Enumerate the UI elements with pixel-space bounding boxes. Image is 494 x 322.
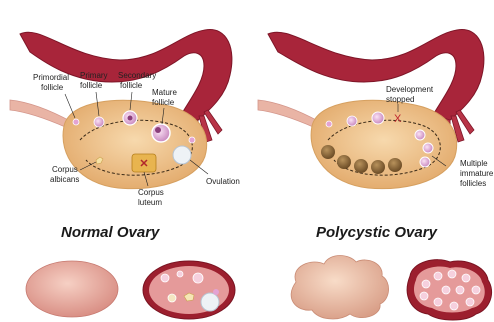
primordial-follicle-icon	[73, 119, 79, 125]
label-development-stopped: Development stopped	[386, 85, 435, 104]
label-ovulation: Ovulation	[206, 177, 240, 186]
immature-follicle-icon	[415, 130, 425, 140]
immature-follicle-icon	[420, 157, 430, 167]
label-mature-follicle: Mature follicle	[152, 88, 179, 107]
normal-ovary-diagram: ✕ Primordial follicle Primary follicle S…	[10, 30, 240, 241]
primary-follicle-icon	[94, 117, 104, 127]
follicle-icon	[326, 121, 332, 127]
label-corpus-luteum: Corpus luteum	[138, 188, 166, 207]
ovarian-ligament-icon	[10, 100, 72, 130]
ovarian-ligament-icon	[258, 100, 320, 130]
heading-polycystic-ovary: Polycystic Ovary	[316, 224, 438, 241]
normal-ovary-exterior-icon	[26, 261, 118, 317]
ovary-icon	[311, 100, 457, 188]
cyst-icon	[321, 145, 335, 159]
mature-follicle-icon	[152, 124, 170, 142]
ovulation-follicle-icon	[173, 146, 191, 164]
cyst-icon	[388, 158, 402, 172]
polycystic-ovary-exterior-icon	[291, 256, 388, 319]
immature-follicle-icon	[423, 143, 433, 153]
polycystic-ovary-diagram: X Development stopped Multiple immature …	[258, 30, 494, 241]
cyst-icon	[337, 155, 351, 169]
normal-ovary-section-icon	[143, 261, 235, 319]
cyst-icon	[371, 160, 385, 174]
corpus-luteum-mark: ✕	[139, 158, 148, 170]
released-egg-icon	[189, 137, 195, 143]
follicle-core	[155, 127, 161, 133]
cyst-icon	[354, 159, 368, 173]
bottom-ovary-row	[26, 256, 492, 321]
follicle-icon	[347, 116, 357, 126]
follicle-core	[128, 116, 133, 121]
follicle-icon	[372, 112, 384, 124]
development-stopped-mark: X	[394, 113, 402, 125]
polycystic-ovary-section-icon	[407, 260, 491, 320]
label-primordial-follicle: Primordial follicle	[33, 73, 71, 92]
label-corpus-albicans: Corpus albicans	[50, 165, 80, 184]
heading-normal-ovary: Normal Ovary	[61, 224, 160, 241]
label-multiple-immature-follicles: Multiple immature follicles	[460, 159, 494, 188]
